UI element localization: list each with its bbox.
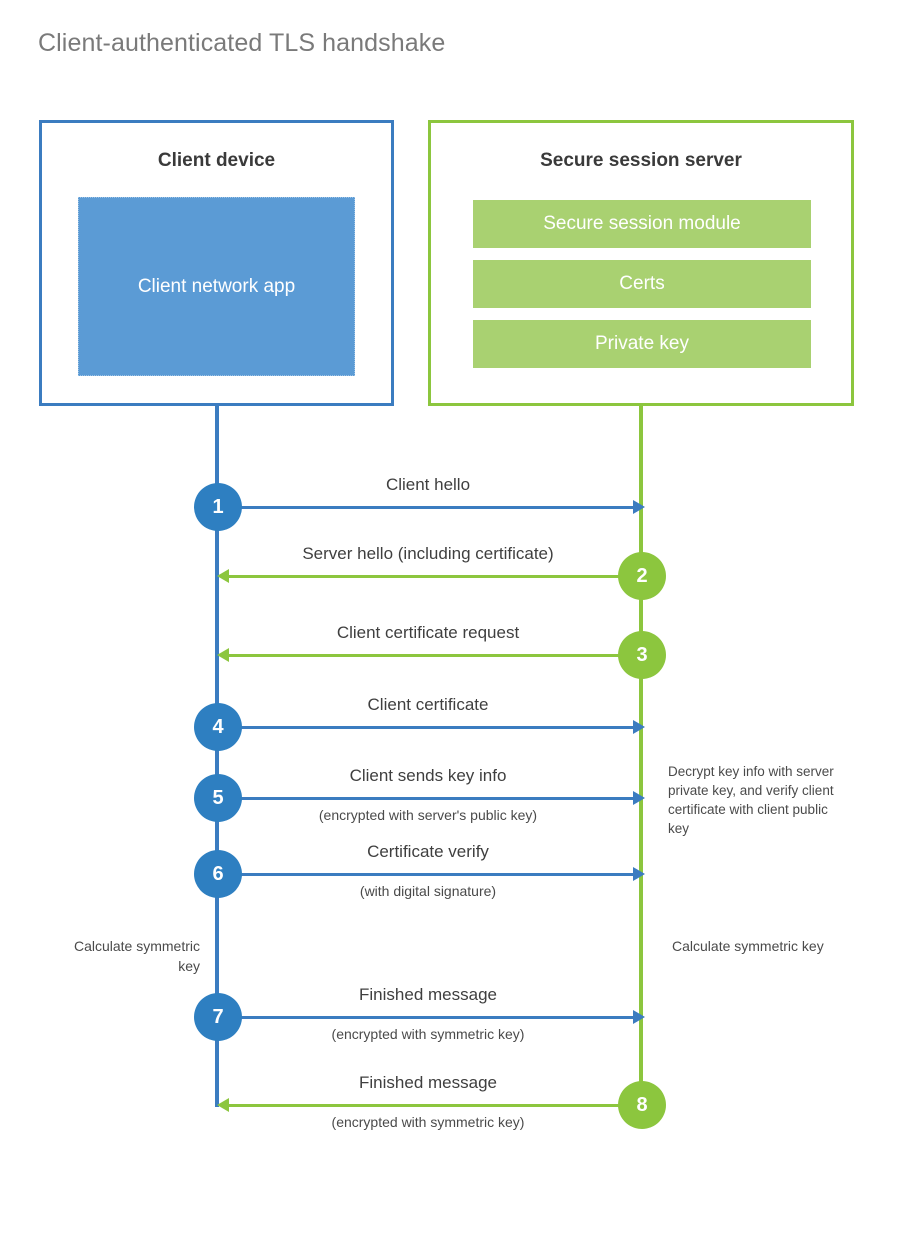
message-label: Server hello (including certificate) bbox=[302, 544, 554, 563]
message-label: Client certificate bbox=[367, 695, 489, 714]
message-arrow-head bbox=[633, 1010, 645, 1024]
step-badge-8: 8 bbox=[618, 1081, 666, 1129]
client-network-app-block: Client network app bbox=[78, 197, 355, 376]
note-calculate-symmetric-key-client: Calculate symmetric key bbox=[73, 938, 200, 974]
step-badge-1: 1 bbox=[194, 483, 242, 531]
server-component-certs: Certs bbox=[473, 260, 811, 308]
message-arrow-head bbox=[217, 569, 229, 583]
message-arrow-head bbox=[217, 648, 229, 662]
message-label: Client sends key info bbox=[349, 766, 507, 785]
step-badge-4: 4 bbox=[194, 703, 242, 751]
message-arrow-head bbox=[217, 1098, 229, 1112]
client-lifeline bbox=[215, 403, 219, 1107]
note-calculate-symmetric-key-server: Calculate symmetric key bbox=[672, 938, 824, 954]
message-label: Client certificate request bbox=[336, 623, 520, 642]
client-device-title: Client device bbox=[157, 150, 276, 171]
message-sublabel: (encrypted with symmetric key) bbox=[331, 1026, 525, 1042]
note-server-decrypt: Decrypt key info with server private key… bbox=[668, 764, 834, 837]
message-arrow-line bbox=[217, 726, 633, 729]
message-label: Certificate verify bbox=[367, 842, 489, 861]
message-arrow-line bbox=[229, 1104, 641, 1107]
secure-session-server-box: Secure session server Secure session mod… bbox=[428, 120, 854, 406]
message-label: Finished message bbox=[359, 985, 497, 1004]
secure-session-server-title: Secure session server bbox=[540, 150, 742, 171]
server-lifeline bbox=[639, 403, 643, 1107]
step-badge-3: 3 bbox=[618, 631, 666, 679]
message-sublabel: (encrypted with symmetric key) bbox=[331, 1114, 525, 1130]
message-sublabel: (with digital signature) bbox=[359, 883, 497, 899]
step-badge-6: 6 bbox=[194, 850, 242, 898]
message-arrow-line bbox=[217, 873, 633, 876]
step-badge-7: 7 bbox=[194, 993, 242, 1041]
message-arrow-line bbox=[217, 506, 633, 509]
message-arrow-head bbox=[633, 500, 645, 514]
step-badge-2: 2 bbox=[618, 552, 666, 600]
step-badge-5: 5 bbox=[194, 774, 242, 822]
message-arrow-head bbox=[633, 867, 645, 881]
server-component-secure-session-module: Secure session module bbox=[473, 200, 811, 248]
page-title: Client-authenticated TLS handshake bbox=[38, 29, 446, 57]
message-sublabel: (encrypted with server's public key) bbox=[318, 807, 538, 823]
message-label: Finished message bbox=[359, 1073, 497, 1092]
message-arrow-line bbox=[217, 1016, 633, 1019]
client-device-box: Client device Client network app bbox=[39, 120, 394, 406]
server-component-stack: Secure session module Certs Private key bbox=[473, 200, 811, 380]
server-component-private-key: Private key bbox=[473, 320, 811, 368]
message-arrow-head bbox=[633, 791, 645, 805]
message-arrow-line bbox=[217, 797, 633, 800]
message-label: Client hello bbox=[385, 475, 471, 494]
message-arrow-line bbox=[229, 575, 641, 578]
message-arrow-head bbox=[633, 720, 645, 734]
message-arrow-line bbox=[229, 654, 641, 657]
